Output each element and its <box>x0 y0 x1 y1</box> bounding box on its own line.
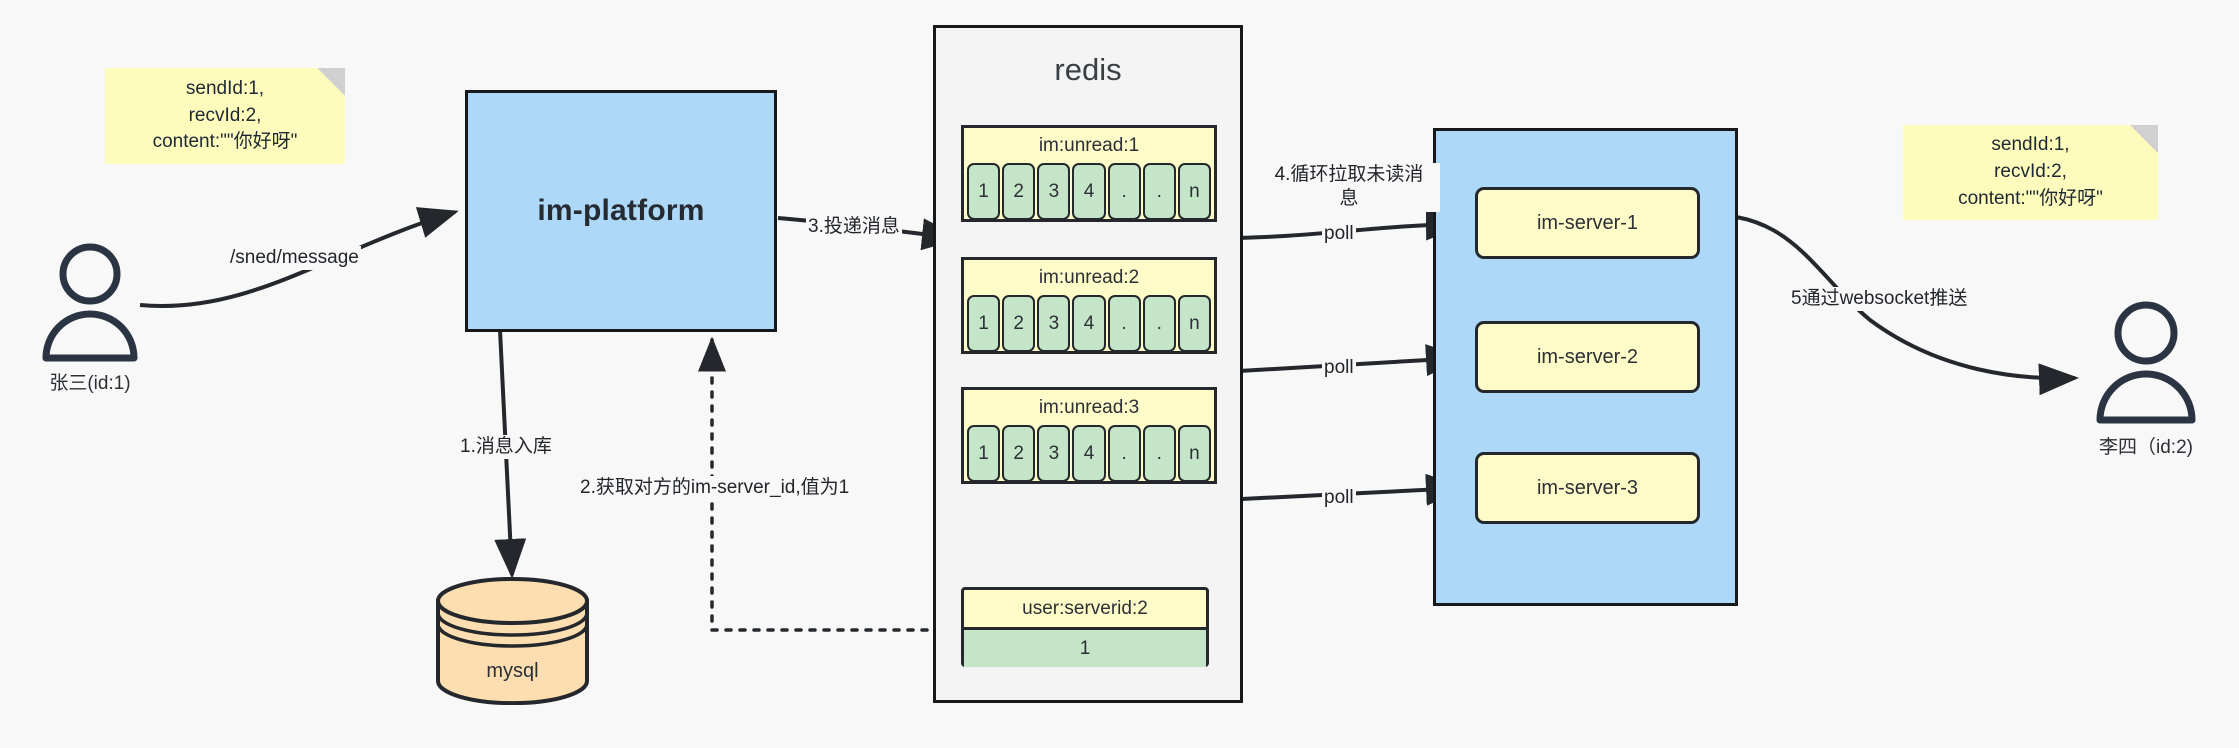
queue-cell[interactable]: . <box>1107 425 1141 482</box>
edge-label-step4: 4.循环拉取未读消 息 <box>1258 163 1440 212</box>
im-server-2-box[interactable]: im-server-2 <box>1475 321 1700 393</box>
redis-queue-1-cells: 1 2 3 4 . . n <box>964 163 1214 223</box>
redis-queue-2-cells: 1 2 3 4 . . n <box>964 295 1214 355</box>
redis-queue-2[interactable]: im:unread:2 1 2 3 4 . . n <box>961 257 1217 354</box>
redis-queue-1[interactable]: im:unread:1 1 2 3 4 . . n <box>961 125 1217 222</box>
im-server-1-label: im-server-1 <box>1536 211 1639 234</box>
queue-cell[interactable]: 1 <box>967 425 1001 482</box>
edge-label-poll-3: poll <box>1322 486 1356 511</box>
queue-cell[interactable]: 2 <box>1002 295 1036 352</box>
im-server-1-box[interactable]: im-server-1 <box>1475 187 1700 259</box>
redis-kv-key: user:serverid:2 <box>1022 598 1148 619</box>
sticky-note-right-text: sendId:1, recvId:2, content:""你好呀" <box>1958 134 2103 209</box>
redis-title: redis <box>1054 52 1122 87</box>
sticky-note-right: sendId:1, recvId:2, content:""你好呀" <box>1903 125 2158 220</box>
receiver-actor-label: 李四（id:2) <box>2099 437 2193 458</box>
sticky-note-left-text: sendId:1, recvId:2, content:""你好呀" <box>152 77 298 153</box>
edge-label-step3: 3.投递消息 <box>806 215 902 240</box>
queue-cell[interactable]: n <box>1177 163 1211 220</box>
edge-label-step1: 1.消息入库 <box>458 435 554 460</box>
queue-cell[interactable]: 2 <box>1002 425 1036 482</box>
queue-cell[interactable]: n <box>1177 295 1211 352</box>
queue-cell[interactable]: 4 <box>1072 295 1106 352</box>
queue-cell[interactable]: 3 <box>1037 163 1071 220</box>
queue-cell[interactable]: . <box>1142 425 1176 482</box>
redis-queue-3[interactable]: im:unread:3 1 2 3 4 . . n <box>961 387 1217 484</box>
queue-cell[interactable]: 1 <box>967 163 1001 220</box>
edge-label-send-message: /sned/message <box>228 246 361 271</box>
queue-cell[interactable]: 4 <box>1072 163 1106 220</box>
mysql-database-cylinder-icon[interactable] <box>430 575 595 705</box>
sticky-note-left: sendId:1, recvId:2, content:""你好呀" <box>105 68 345 164</box>
redis-kv-value: 1 <box>964 627 1206 667</box>
receiver-actor-icon <box>2096 301 2196 424</box>
queue-cell[interactable]: . <box>1142 295 1176 352</box>
redis-kv-user-serverid[interactable]: user:serverid:2 1 <box>961 587 1209 667</box>
queue-cell[interactable]: 3 <box>1037 425 1071 482</box>
queue-cell[interactable]: 4 <box>1072 425 1106 482</box>
im-platform-label: im-platform <box>537 194 705 227</box>
im-server-3-box[interactable]: im-server-3 <box>1475 452 1700 524</box>
edge-label-step2: 2.获取对方的im-server_id,值为1 <box>578 476 852 501</box>
redis-queue-3-cells: 1 2 3 4 . . n <box>964 425 1214 485</box>
sender-actor-label: 张三(id:1) <box>49 373 131 394</box>
im-platform-box[interactable]: im-platform <box>465 90 777 332</box>
edge-label-step5: 5通过websocket推送 <box>1789 287 1970 312</box>
edge-label-poll-1: poll <box>1322 222 1356 247</box>
queue-cell[interactable]: . <box>1107 163 1141 220</box>
note-fold-icon <box>317 68 345 96</box>
queue-cell[interactable]: . <box>1107 295 1141 352</box>
queue-cell[interactable]: 2 <box>1002 163 1036 220</box>
redis-queue-3-key: im:unread:3 <box>1038 397 1140 418</box>
im-server-3-label: im-server-3 <box>1536 476 1639 499</box>
sender-actor-icon <box>42 243 138 362</box>
mysql-label: mysql <box>486 660 539 682</box>
queue-cell[interactable]: 1 <box>967 295 1001 352</box>
im-server-2-label: im-server-2 <box>1536 345 1639 368</box>
note-fold-icon <box>2130 125 2158 153</box>
redis-queue-2-key: im:unread:2 <box>1038 267 1140 288</box>
redis-queue-1-key: im:unread:1 <box>1038 135 1140 156</box>
queue-cell[interactable]: 3 <box>1037 295 1071 352</box>
queue-cell[interactable]: . <box>1142 163 1176 220</box>
queue-cell[interactable]: n <box>1177 425 1211 482</box>
edge-label-poll-2: poll <box>1322 356 1356 381</box>
